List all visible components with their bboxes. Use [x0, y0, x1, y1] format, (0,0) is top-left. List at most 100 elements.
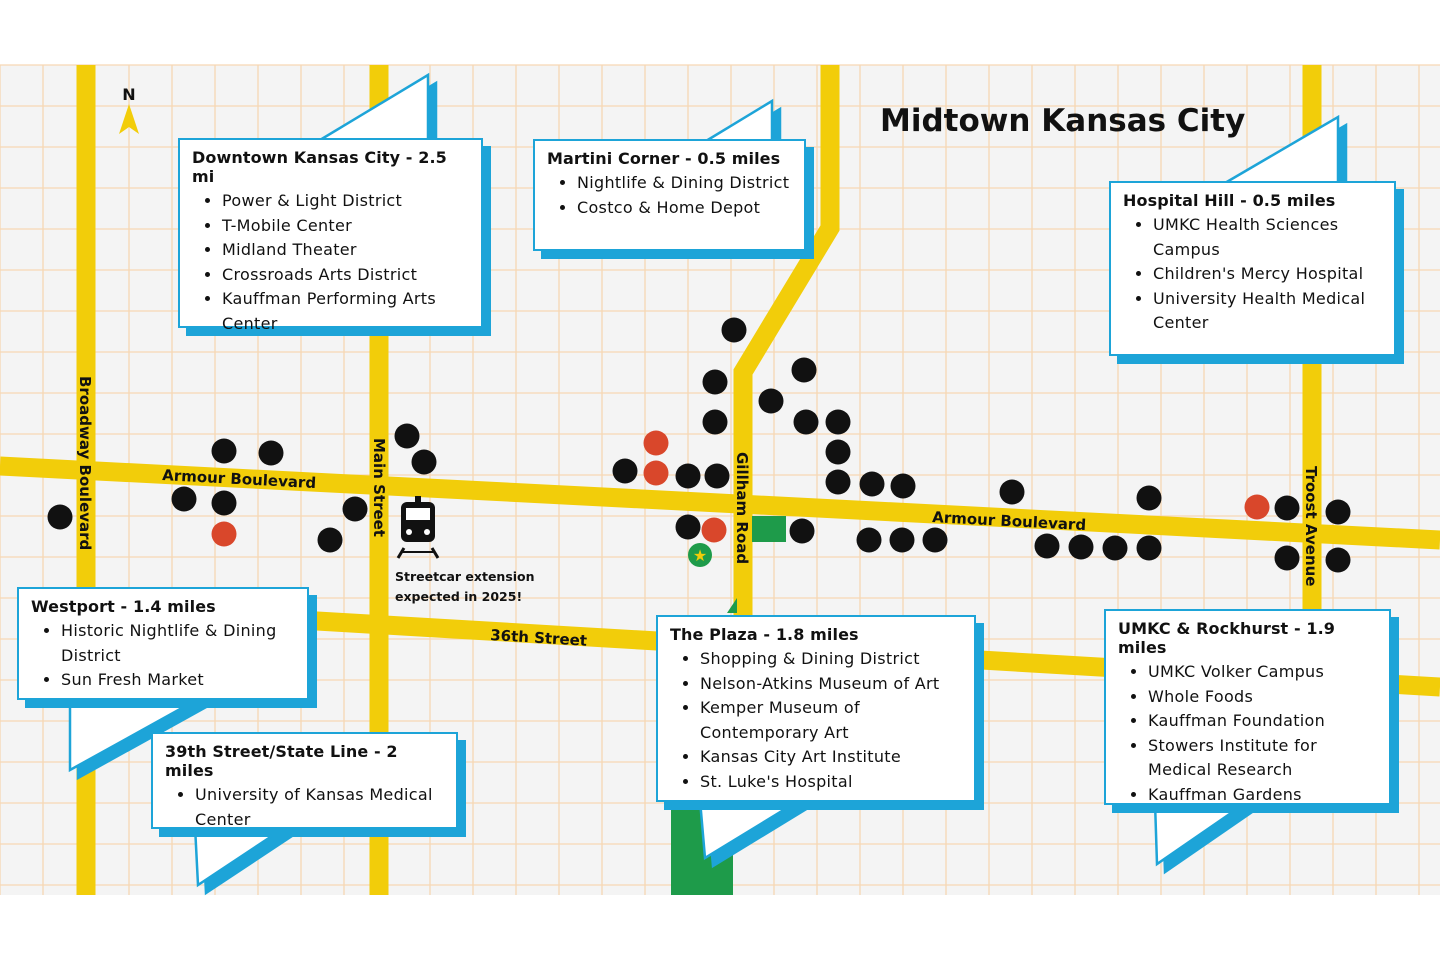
list-item: UMKC Health Sciences Campus	[1153, 213, 1382, 262]
property-marker	[999, 479, 1025, 505]
property-marker	[1325, 547, 1351, 573]
36th-street-label: 36th Street	[490, 626, 588, 650]
property-marker	[211, 490, 237, 516]
list-item: Whole Foods	[1148, 685, 1377, 710]
list-item: Historic Nightlife & Dining District	[61, 619, 295, 668]
gillham-road-label: Gillham Road	[733, 452, 751, 564]
property-marker	[1136, 485, 1162, 511]
property-marker	[317, 527, 343, 553]
callout-westport: Westport - 1.4 miles Historic Nightlife …	[17, 587, 309, 700]
callout-title: Hospital Hill - 0.5 miles	[1123, 191, 1336, 210]
list-item: UMKC Volker Campus	[1148, 660, 1377, 685]
streetcar-note-line2: expected in 2025!	[395, 589, 522, 604]
property-marker	[702, 409, 728, 435]
property-marker	[47, 504, 73, 530]
callout-title: Westport - 1.4 miles	[31, 597, 216, 616]
list-item: Kansas City Art Institute	[700, 745, 962, 770]
list-item: Kauffman Gardens	[1148, 783, 1377, 808]
property-marker	[411, 449, 437, 475]
property-marker	[825, 439, 851, 465]
list-item: Power & Light District	[222, 189, 469, 214]
property-marker-highlight	[643, 430, 669, 456]
armour-boulevard-road	[0, 456, 1440, 550]
list-item: University of Kansas Medical Center	[195, 783, 444, 832]
property-marker	[758, 388, 784, 414]
property-marker	[704, 463, 730, 489]
property-marker	[791, 357, 817, 383]
property-marker	[890, 473, 916, 499]
callout-list: Power & Light District T-Mobile Center M…	[192, 189, 469, 337]
list-item: Midland Theater	[222, 238, 469, 263]
callout-list: Historic Nightlife & Dining District Sun…	[31, 619, 295, 693]
svg-text:★: ★	[693, 546, 707, 565]
property-marker	[922, 527, 948, 553]
callout-hospital-hill: Hospital Hill - 0.5 miles UMKC Health Sc…	[1109, 181, 1396, 356]
property-marker	[1274, 495, 1300, 521]
property-marker	[171, 486, 197, 512]
property-marker	[675, 514, 701, 540]
property-marker	[258, 440, 284, 466]
callout-pointers	[68, 72, 1340, 888]
callout-the-plaza: The Plaza - 1.8 miles Shopping & Dining …	[656, 615, 976, 802]
gillham-arrow	[727, 598, 737, 613]
north-arrow-icon: N	[119, 85, 139, 134]
property-marker	[1274, 545, 1300, 571]
list-item: Nightlife & Dining District	[577, 171, 792, 196]
property-marker	[612, 458, 638, 484]
list-item: Kemper Museum of Contemporary Art	[700, 696, 962, 745]
property-marker	[856, 527, 882, 553]
list-item: Nelson-Atkins Museum of Art	[700, 672, 962, 697]
property-marker-highlight	[211, 521, 237, 547]
property-marker	[1136, 535, 1162, 561]
callout-title: UMKC & Rockhurst - 1.9 miles	[1118, 619, 1336, 657]
property-marker	[342, 496, 368, 522]
property-marker	[889, 527, 915, 553]
property-marker	[825, 409, 851, 435]
list-item: Kauffman Performing Arts Center	[222, 287, 469, 336]
property-marker	[793, 409, 819, 435]
property-marker	[702, 369, 728, 395]
north-label: N	[122, 85, 135, 104]
list-item: T-Mobile Center	[222, 214, 469, 239]
property-marker	[789, 518, 815, 544]
park-area	[752, 516, 786, 542]
list-item: Shopping & Dining District	[700, 647, 962, 672]
property-markers	[47, 317, 1351, 573]
property-marker	[721, 317, 747, 343]
callout-list: University of Kansas Medical Center	[165, 783, 444, 832]
property-marker-highlight	[701, 517, 727, 543]
list-item: Children's Mercy Hospital	[1153, 262, 1382, 287]
list-item: University Health Medical Center	[1153, 287, 1382, 336]
streetcar-note-line1: Streetcar extension	[395, 569, 535, 584]
troost-avenue-label: Troost Avenue	[1302, 466, 1320, 586]
streetcar-icon	[396, 496, 440, 559]
callout-title: Downtown Kansas City - 2.5 mi	[192, 148, 447, 186]
broadway-boulevard-label: Broadway Boulevard	[76, 376, 94, 550]
callout-39th-street-state-line: 39th Street/State Line - 2 miles Univers…	[151, 732, 458, 829]
main-street-label: Main Street	[370, 438, 388, 537]
list-item: Sun Fresh Market	[61, 668, 295, 693]
property-marker-highlight	[1244, 494, 1270, 520]
property-marker	[859, 471, 885, 497]
callout-list: UMKC Health Sciences Campus Children's M…	[1123, 213, 1382, 336]
property-marker	[1034, 533, 1060, 559]
map-title: Midtown Kansas City	[880, 103, 1245, 139]
callout-title: Martini Corner - 0.5 miles	[547, 149, 781, 168]
list-item: St. Luke's Hospital	[700, 770, 962, 795]
callout-list: Shopping & Dining District Nelson-Atkins…	[670, 647, 962, 795]
property-marker	[1325, 499, 1351, 525]
callout-title: 39th Street/State Line - 2 miles	[165, 742, 398, 780]
callout-martini-corner: Martini Corner - 0.5 miles Nightlife & D…	[533, 139, 806, 251]
featured-location-star: ★	[688, 543, 712, 567]
callout-list: Nightlife & Dining District Costco & Hom…	[547, 171, 792, 220]
callout-downtown: Downtown Kansas City - 2.5 mi Power & Li…	[178, 138, 483, 333]
list-item: Stowers Institute for Medical Research	[1148, 734, 1377, 783]
list-item: Costco & Home Depot	[577, 196, 792, 221]
list-item: Crossroads Arts District	[222, 263, 469, 288]
property-marker	[675, 463, 701, 489]
property-marker	[1102, 535, 1128, 561]
property-marker	[825, 469, 851, 495]
property-marker-highlight	[643, 460, 669, 486]
property-marker	[394, 423, 420, 449]
property-marker	[211, 438, 237, 464]
